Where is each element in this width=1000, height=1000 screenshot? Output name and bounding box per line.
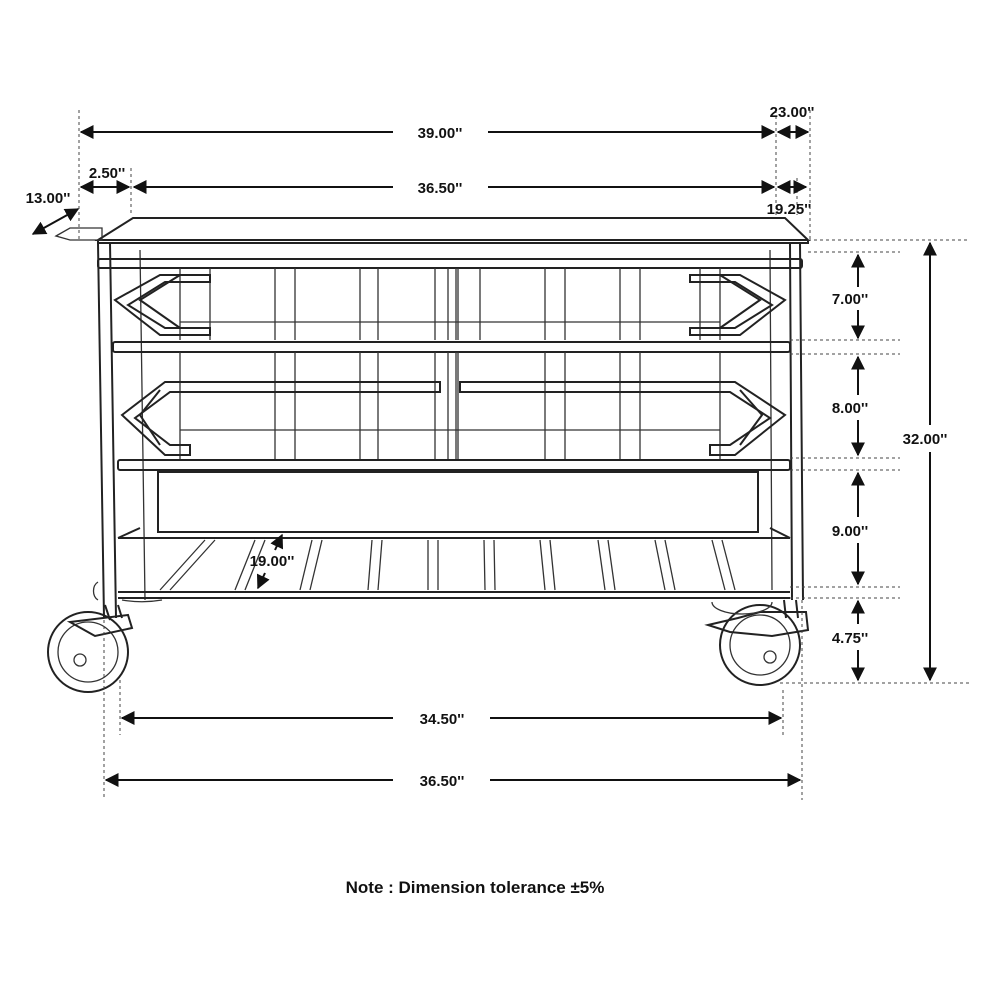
drawer-top (97, 258, 803, 340)
label-overall-height: 32.00'' (903, 431, 948, 448)
label-inner-depth: 19.25'' (767, 201, 812, 218)
label-drawer-mid-height: 8.00'' (832, 400, 868, 417)
label-side-depth: 13.00'' (26, 190, 71, 207)
label-overall-depth: 23.00'' (770, 104, 815, 121)
label-overall-width: 39.00'' (418, 125, 463, 142)
label-top-width: 36.50'' (418, 180, 463, 197)
bottom-shelf (117, 527, 791, 599)
dimension-arrows (31, 125, 937, 787)
lower-rail (117, 459, 791, 471)
label-shelf-depth: 19.00'' (250, 553, 295, 570)
tolerance-note: Note : Dimension tolerance ±5% (345, 878, 605, 897)
extension-lines (78, 110, 972, 800)
label-caster-height: 4.75'' (832, 630, 868, 647)
caster-right (704, 599, 810, 686)
dimension-labels: 39.00'' 23.00'' 2.50'' 36.50'' 19.25'' 1… (26, 104, 948, 790)
label-base-outer-width: 36.50'' (420, 773, 465, 790)
cart-top (54, 217, 811, 244)
drawer-middle (120, 352, 787, 460)
label-top-inset: 2.50'' (89, 165, 125, 182)
label-drawer-top-height: 7.00'' (832, 291, 868, 308)
middle-rail (112, 341, 791, 353)
caster-left (47, 581, 163, 693)
label-base-inner-width: 34.50'' (420, 711, 465, 728)
cart-illustration (47, 217, 811, 693)
label-bin-height: 9.00'' (832, 523, 868, 540)
bin (118, 471, 790, 539)
